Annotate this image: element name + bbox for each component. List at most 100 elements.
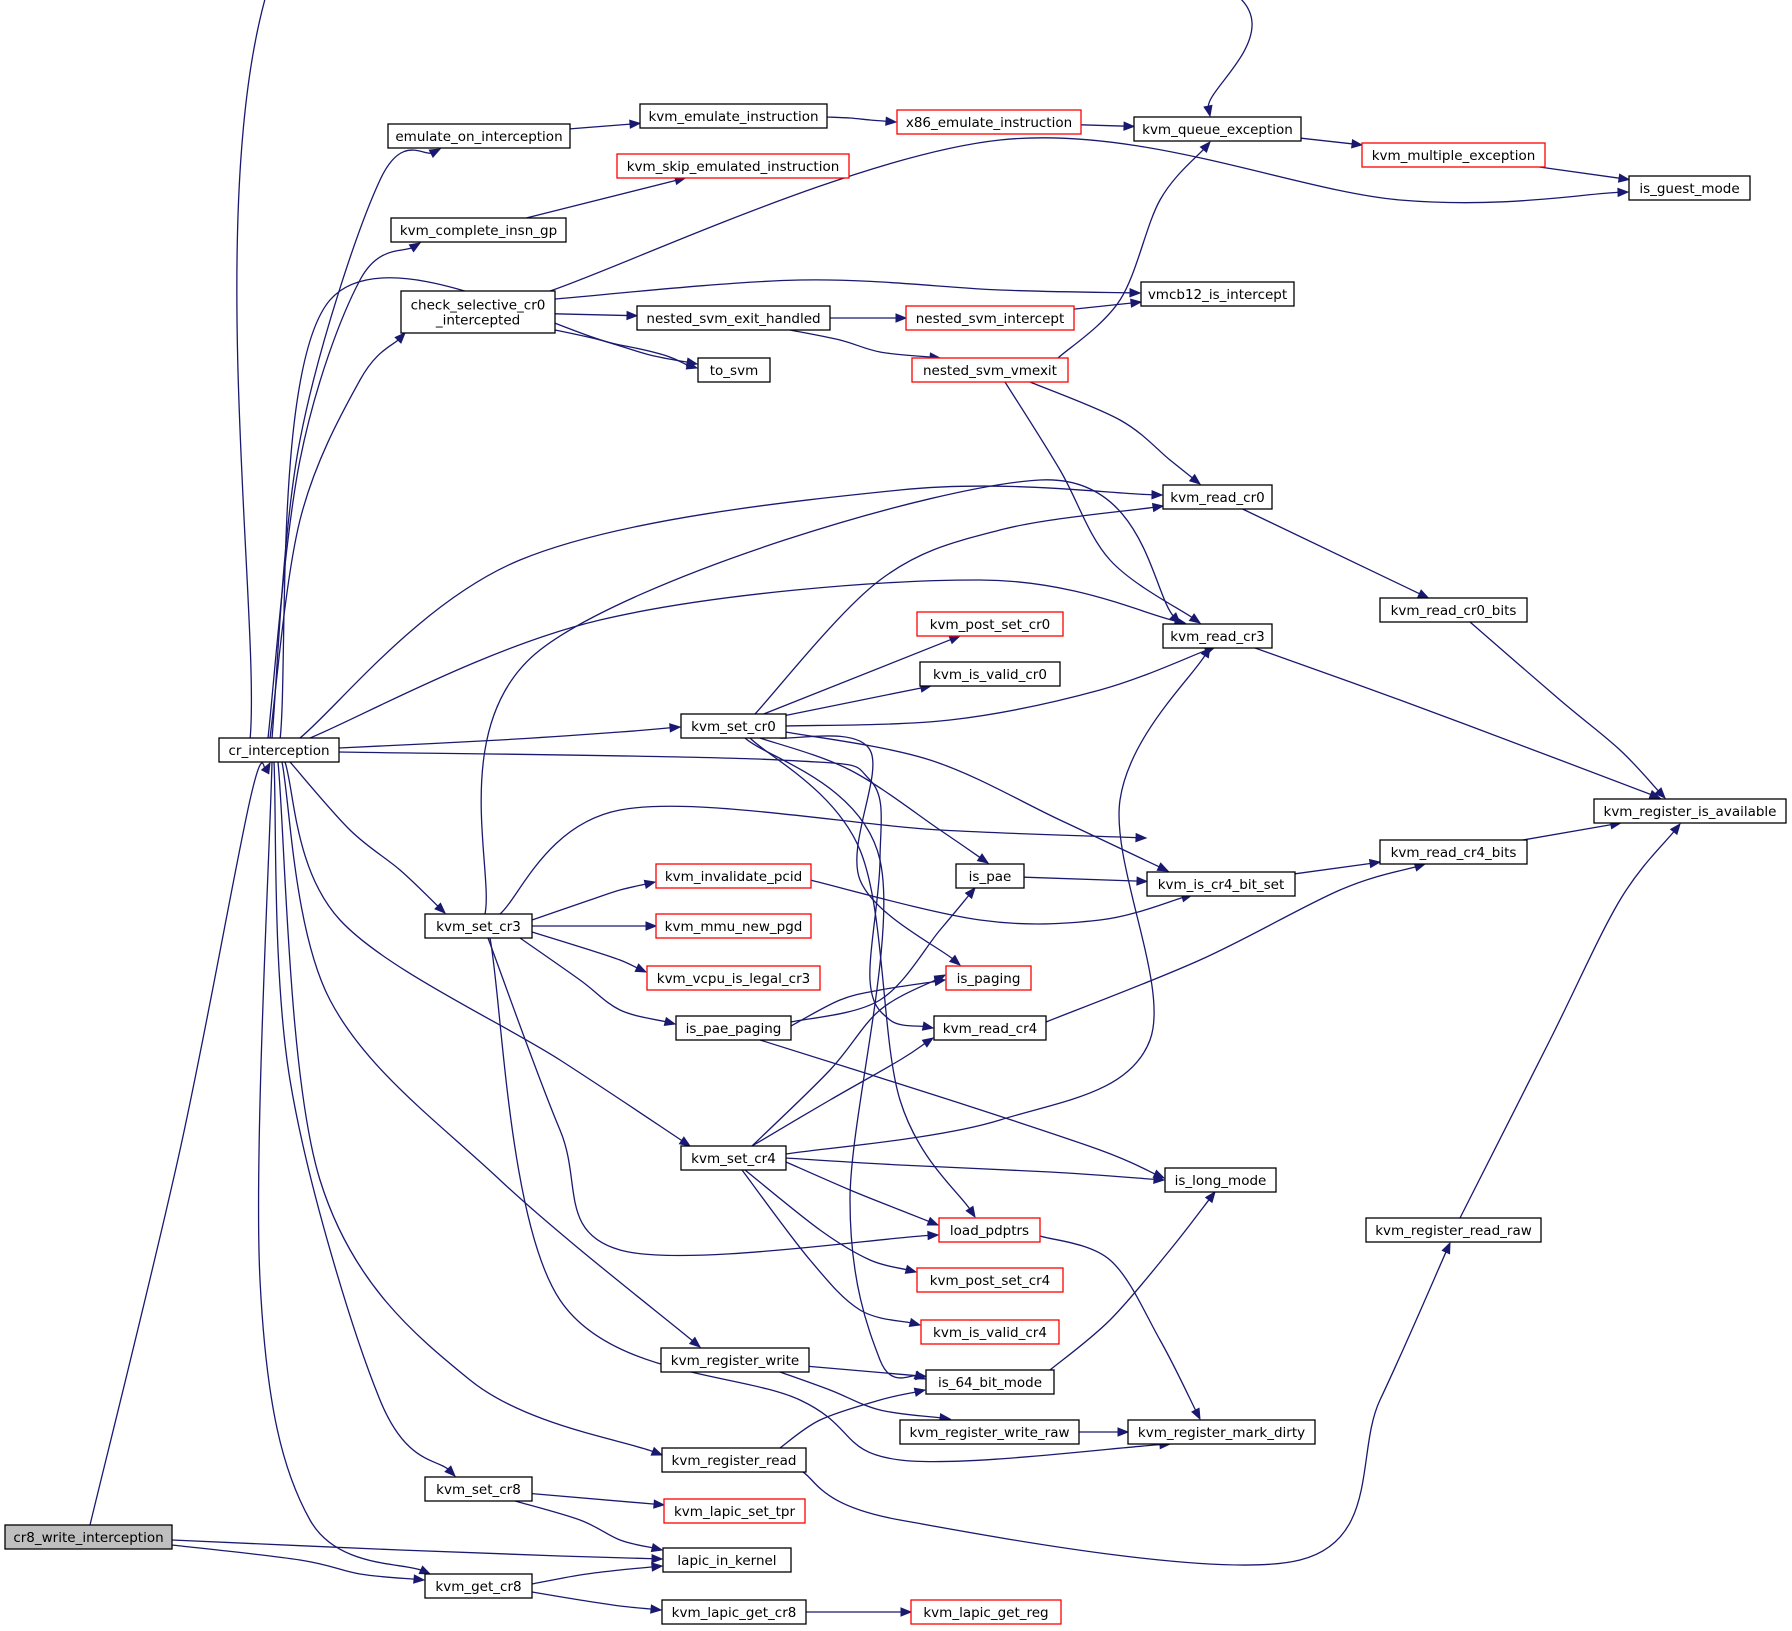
node-lapic-in-kernel[interactable]: lapic_in_kernel: [662, 1547, 792, 1573]
node-label: kvm_lapic_get_reg: [923, 1605, 1048, 1621]
node-label: kvm_is_valid_cr0: [933, 667, 1047, 683]
node-kvm-is-valid-cr0[interactable]: kvm_is_valid_cr0: [919, 661, 1061, 687]
edge-kvm_set_cr0-to-kvm_is_valid_cr0: [785, 683, 933, 716]
edge-nested_svm_vmexit-to-kvm_read_cr0: [1029, 381, 1202, 485]
edge-kvm_get_cr8-to-kvm_lapic_get_cr8: [531, 1591, 663, 1614]
node-kvm-lapic-set-tpr[interactable]: kvm_lapic_set_tpr: [663, 1498, 806, 1524]
node-kvm-register-mark-dirty[interactable]: kvm_register_mark_dirty: [1127, 1419, 1316, 1445]
node-kvm-vcpu-is-legal-cr3[interactable]: kvm_vcpu_is_legal_cr3: [646, 965, 821, 991]
node-kvm-set-cr4[interactable]: kvm_set_cr4: [680, 1145, 787, 1171]
edge-kvm_set_cr3-to-kvm_register_mark_dirty: [489, 937, 1172, 1463]
edge-emulate_on_interception-to-kvm_emulate_instruction: [569, 119, 642, 130]
edge-kvm_register_read-to-is_64_bit_mode: [779, 1387, 927, 1449]
edge-cr_interception-to-kvm_register_read: [277, 761, 664, 1456]
node-cr8-write-interception[interactable]: cr8_write_interception: [4, 1524, 173, 1550]
edge-kvm_set_cr3-to-kvm_read_cr3: [480, 479, 1181, 915]
node-kvm-set-cr0[interactable]: kvm_set_cr0: [680, 713, 787, 739]
edge-kvm_set_cr3-to-kvm_mmu_new_pgd: [532, 921, 658, 931]
node-kvm-is-cr4-bit-set[interactable]: kvm_is_cr4_bit_set: [1146, 871, 1296, 897]
edge-nested_svm_exit_handled-to-nested_svm_intercept: [830, 313, 908, 323]
edge-cr8_write_interception-to-kvm_get_cr8: [171, 1544, 426, 1584]
node-kvm-register-write[interactable]: kvm_register_write: [660, 1347, 810, 1373]
node-to-svm[interactable]: to_svm: [697, 357, 771, 383]
edge-kvm_multiple_exception-to-is_guest_mode: [1539, 166, 1631, 183]
edge-nested_svm_exit_handled-to-nested_svm_vmexit: [789, 329, 942, 362]
node-is-long-mode[interactable]: is_long_mode: [1164, 1167, 1277, 1193]
edge-kvm_set_cr0-to-kvm_read_cr0: [754, 502, 1165, 715]
node-emulate-on-interception[interactable]: emulate_on_interception: [387, 123, 571, 149]
edge-kvm_set_cr4-to-kvm_read_cr4: [751, 1037, 935, 1147]
node-label: kvm_invalidate_pcid: [665, 869, 802, 885]
node-nested-svm-intercept[interactable]: nested_svm_intercept: [905, 305, 1075, 331]
edge-cr_interception-to-kvm_register_write: [281, 761, 702, 1348]
node-kvm-register-is-available[interactable]: kvm_register_is_available: [1593, 798, 1787, 824]
node-kvm-read-cr0[interactable]: kvm_read_cr0: [1162, 484, 1273, 510]
edge-nested_svm_vmexit-to-kvm_read_cr3: [1004, 381, 1202, 624]
node-label: kvm_read_cr3: [1170, 629, 1264, 645]
node-kvm-register-read-raw[interactable]: kvm_register_read_raw: [1365, 1217, 1542, 1243]
node-cr-interception[interactable]: cr_interception: [218, 737, 340, 763]
node-kvm-read-cr0-bits[interactable]: kvm_read_cr0_bits: [1379, 597, 1528, 623]
node-label: nested_svm_vmexit: [923, 363, 1057, 379]
node-vmcb12-is-intercept[interactable]: vmcb12_is_intercept: [1140, 281, 1295, 307]
edge-kvm_emulate_instruction-to-x86_emulate_instruction: [826, 116, 898, 126]
node-kvm-register-read[interactable]: kvm_register_read: [661, 1447, 807, 1473]
node-nested-svm-exit-handled[interactable]: nested_svm_exit_handled: [636, 305, 831, 331]
edge-kvm_set_cr0-to-is_paging: [779, 735, 962, 966]
edge-cr_interception-to-emulate_on_interception: [271, 148, 442, 739]
edge-kvm_set_cr4-to-load_pdptrs: [785, 1161, 940, 1226]
edge-cr8_write_interception-to-cr_interception: [89, 761, 271, 1526]
edge-kvm_set_cr3-to-kvm_vcpu_is_legal_cr3: [531, 931, 648, 973]
node-kvm-invalidate-pcid[interactable]: kvm_invalidate_pcid: [655, 863, 812, 889]
node-kvm-is-valid-cr4[interactable]: kvm_is_valid_cr4: [920, 1319, 1060, 1345]
node-kvm-mmu-new-pgd[interactable]: kvm_mmu_new_pgd: [655, 913, 812, 939]
node-x86-emulate-instruction[interactable]: x86_emulate_instruction: [896, 109, 1082, 135]
edge-kvm_set_cr0-to-load_pdptrs: [749, 737, 976, 1219]
node-kvm-emulate-instruction[interactable]: kvm_emulate_instruction: [639, 103, 828, 129]
node-is-pae[interactable]: is_pae: [955, 863, 1025, 889]
node-kvm-post-set-cr0[interactable]: kvm_post_set_cr0: [916, 611, 1064, 637]
node-is-guest-mode[interactable]: is_guest_mode: [1628, 175, 1751, 201]
node-kvm-lapic-get-cr8[interactable]: kvm_lapic_get_cr8: [661, 1599, 807, 1625]
node-label: kvm_register_read: [672, 1453, 797, 1469]
edge-check_selective_cr0_intercepted-to-is_guest_mode: [549, 137, 1630, 292]
node-label: to_svm: [710, 363, 758, 379]
node-kvm-set-cr3[interactable]: kvm_set_cr3: [424, 913, 533, 939]
node-kvm-get-cr8[interactable]: kvm_get_cr8: [424, 1573, 533, 1599]
node-is-64-bit-mode[interactable]: is_64_bit_mode: [925, 1369, 1055, 1395]
edge-check_selective_cr0_intercepted-to-vmcb12_is_intercept: [554, 279, 1142, 300]
node-label: kvm_queue_exception: [1142, 122, 1293, 138]
node-kvm-multiple-exception[interactable]: kvm_multiple_exception: [1361, 142, 1546, 168]
node-kvm-post-set-cr4[interactable]: kvm_post_set_cr4: [916, 1267, 1064, 1293]
node-label: lapic_in_kernel: [677, 1553, 776, 1569]
node-check-selective-cr0-intercepted[interactable]: check_selective_cr0_intercepted: [400, 290, 556, 334]
node-kvm-register-write-raw[interactable]: kvm_register_write_raw: [899, 1419, 1080, 1445]
edge-kvm_set_cr3-to-kvm_is_cr4_bit_set: [499, 805, 1148, 915]
node-nested-svm-vmexit[interactable]: nested_svm_vmexit: [911, 357, 1069, 383]
node-label: kvm_set_cr0: [691, 719, 776, 735]
node-label: kvm_is_valid_cr4: [933, 1325, 1047, 1341]
edge-is_pae_paging-to-is_long_mode: [759, 1039, 1166, 1179]
edge-cr_interception-to-kvm_set_cr8: [273, 761, 456, 1477]
edge-cr_interception-to-to_svm: [279, 277, 699, 741]
node-label: kvm_is_cr4_bit_set: [1158, 877, 1285, 893]
node-kvm-lapic-get-reg[interactable]: kvm_lapic_get_reg: [910, 1599, 1062, 1625]
edge-is_64_bit_mode-to-is_long_mode: [1049, 1190, 1216, 1371]
node-load-pdptrs[interactable]: load_pdptrs: [938, 1217, 1041, 1243]
node-label: is_long_mode: [1175, 1173, 1267, 1189]
edge-kvm_register_write-to-is_64_bit_mode: [808, 1365, 928, 1381]
node-kvm-queue-exception[interactable]: kvm_queue_exception: [1133, 116, 1302, 142]
node-kvm-set-cr8[interactable]: kvm_set_cr8: [424, 1476, 533, 1502]
node-kvm-skip-emulated-instruction[interactable]: kvm_skip_emulated_instruction: [616, 153, 850, 179]
node-label: kvm_read_cr4: [943, 1021, 1037, 1037]
node-kvm-read-cr3[interactable]: kvm_read_cr3: [1162, 623, 1273, 649]
node-kvm-read-cr4-bits[interactable]: kvm_read_cr4_bits: [1379, 839, 1528, 865]
edge-kvm_set_cr0-to-kvm_is_cr4_bit_set: [785, 731, 1170, 872]
node-is-paging[interactable]: is_paging: [945, 965, 1032, 991]
node-kvm-complete-insn-gp[interactable]: kvm_complete_insn_gp: [390, 217, 567, 243]
node-kvm-read-cr4[interactable]: kvm_read_cr4: [933, 1015, 1047, 1041]
node-is-pae-paging[interactable]: is_pae_paging: [675, 1015, 792, 1041]
edge-kvm_set_cr8-to-kvm_lapic_set_tpr: [531, 1492, 666, 1509]
edge-kvm_set_cr3-to-load_pdptrs: [487, 937, 940, 1257]
